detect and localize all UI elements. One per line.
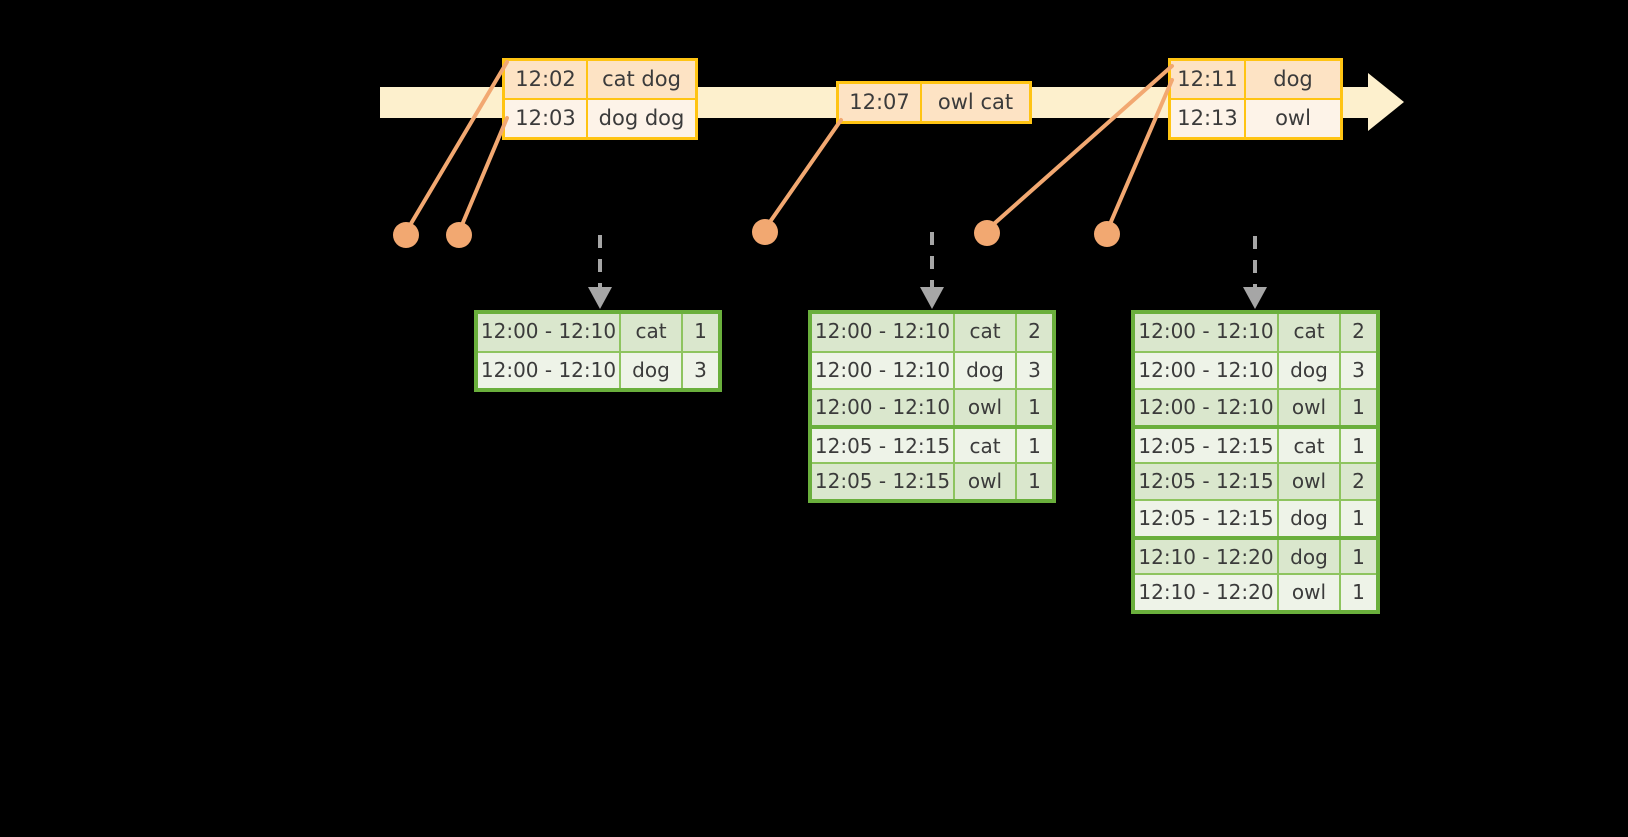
cell-count: 2 (1341, 464, 1376, 499)
event-group-1[interactable]: 12:07 owl cat (836, 81, 1032, 124)
event-row[interactable]: 12:11 dog (1171, 61, 1340, 98)
cell-count: 1 (683, 314, 718, 351)
cell-count: 1 (1341, 390, 1376, 425)
event-row[interactable]: 12:03 dog dog (505, 98, 695, 137)
cell-window: 12:00 - 12:10 (812, 390, 955, 425)
cell-count: 3 (1017, 353, 1052, 388)
event-words: cat dog (588, 61, 695, 98)
event-time: 12:07 (839, 84, 922, 121)
processing-dots-group (393, 219, 1120, 248)
event-group-2[interactable]: 12:11 dog 12:13 owl (1168, 58, 1343, 140)
processing-time-marker-2-dot (446, 222, 472, 248)
event-row[interactable]: 12:07 owl cat (839, 84, 1029, 121)
cell-word: cat (621, 314, 683, 351)
event-row[interactable]: 12:13 owl (1171, 98, 1340, 137)
cell-window: 12:05 - 12:15 (812, 464, 955, 499)
event-group-0[interactable]: 12:02 cat dog 12:03 dog dog (502, 58, 698, 140)
event-words: dog dog (588, 100, 695, 137)
cell-window: 12:00 - 12:10 (1135, 314, 1279, 351)
cell-word: dog (955, 353, 1017, 388)
cell-word: owl (1279, 575, 1341, 610)
cell-count: 1 (1017, 464, 1052, 499)
cell-count: 2 (1341, 314, 1376, 351)
dashed-arrow-head-icon-2 (920, 287, 944, 309)
cell-window: 12:00 - 12:10 (478, 314, 621, 351)
cell-window: 12:05 - 12:15 (1135, 501, 1279, 536)
timeline-arrow-head-icon (1368, 73, 1404, 131)
cell-word: dog (1279, 353, 1341, 388)
event-words: owl (1246, 100, 1340, 137)
event-row[interactable]: 12:02 cat dog (505, 61, 695, 98)
event-words: dog (1246, 61, 1340, 98)
event-words: owl cat (922, 84, 1029, 121)
event-time: 12:03 (505, 100, 588, 137)
cell-count: 1 (1341, 501, 1376, 536)
cell-window: 12:05 - 12:15 (1135, 429, 1279, 462)
cell-word: cat (1279, 429, 1341, 462)
cell-word: cat (1279, 314, 1341, 351)
cell-window: 12:05 - 12:15 (812, 429, 955, 462)
cell-count: 1 (1341, 429, 1376, 462)
cell-window: 12:05 - 12:15 (1135, 464, 1279, 499)
cell-count: 3 (1341, 353, 1376, 388)
connector-line-3 (763, 118, 843, 231)
event-time: 12:13 (1171, 100, 1246, 137)
processing-time-marker-1-dot (393, 222, 419, 248)
cell-count: 1 (1341, 540, 1376, 573)
cell-word: dog (621, 353, 683, 388)
event-time: 12:02 (505, 61, 588, 98)
cell-window: 12:00 - 12:10 (478, 353, 621, 388)
cell-word: dog (1279, 501, 1341, 536)
cell-window: 12:10 - 12:20 (1135, 575, 1279, 610)
connector-line-2 (457, 116, 509, 234)
dashed-arrow-head-icon-3 (1243, 287, 1267, 309)
cell-window: 12:10 - 12:20 (1135, 540, 1279, 573)
cell-count: 2 (1017, 314, 1052, 351)
cell-window: 12:00 - 12:10 (812, 314, 955, 351)
cell-count: 1 (1341, 575, 1376, 610)
processing-time-marker-4-dot (974, 220, 1000, 246)
cell-count: 1 (1017, 429, 1052, 462)
cell-word: owl (1279, 464, 1341, 499)
cell-word: owl (1279, 390, 1341, 425)
dashed-arrow-head-icon-1 (588, 287, 612, 309)
cell-word: cat (955, 429, 1017, 462)
cell-count: 1 (1017, 390, 1052, 425)
processing-time-marker-5-dot (1094, 221, 1120, 247)
cell-window: 12:00 - 12:10 (1135, 390, 1279, 425)
cell-word: owl (955, 464, 1017, 499)
cell-word: dog (1279, 540, 1341, 573)
cell-word: cat (955, 314, 1017, 351)
event-time: 12:11 (1171, 61, 1246, 98)
cell-window: 12:00 - 12:10 (812, 353, 955, 388)
cell-word: owl (955, 390, 1017, 425)
cell-window: 12:00 - 12:10 (1135, 353, 1279, 388)
cell-count: 3 (683, 353, 718, 388)
processing-time-marker-3-dot (752, 219, 778, 245)
